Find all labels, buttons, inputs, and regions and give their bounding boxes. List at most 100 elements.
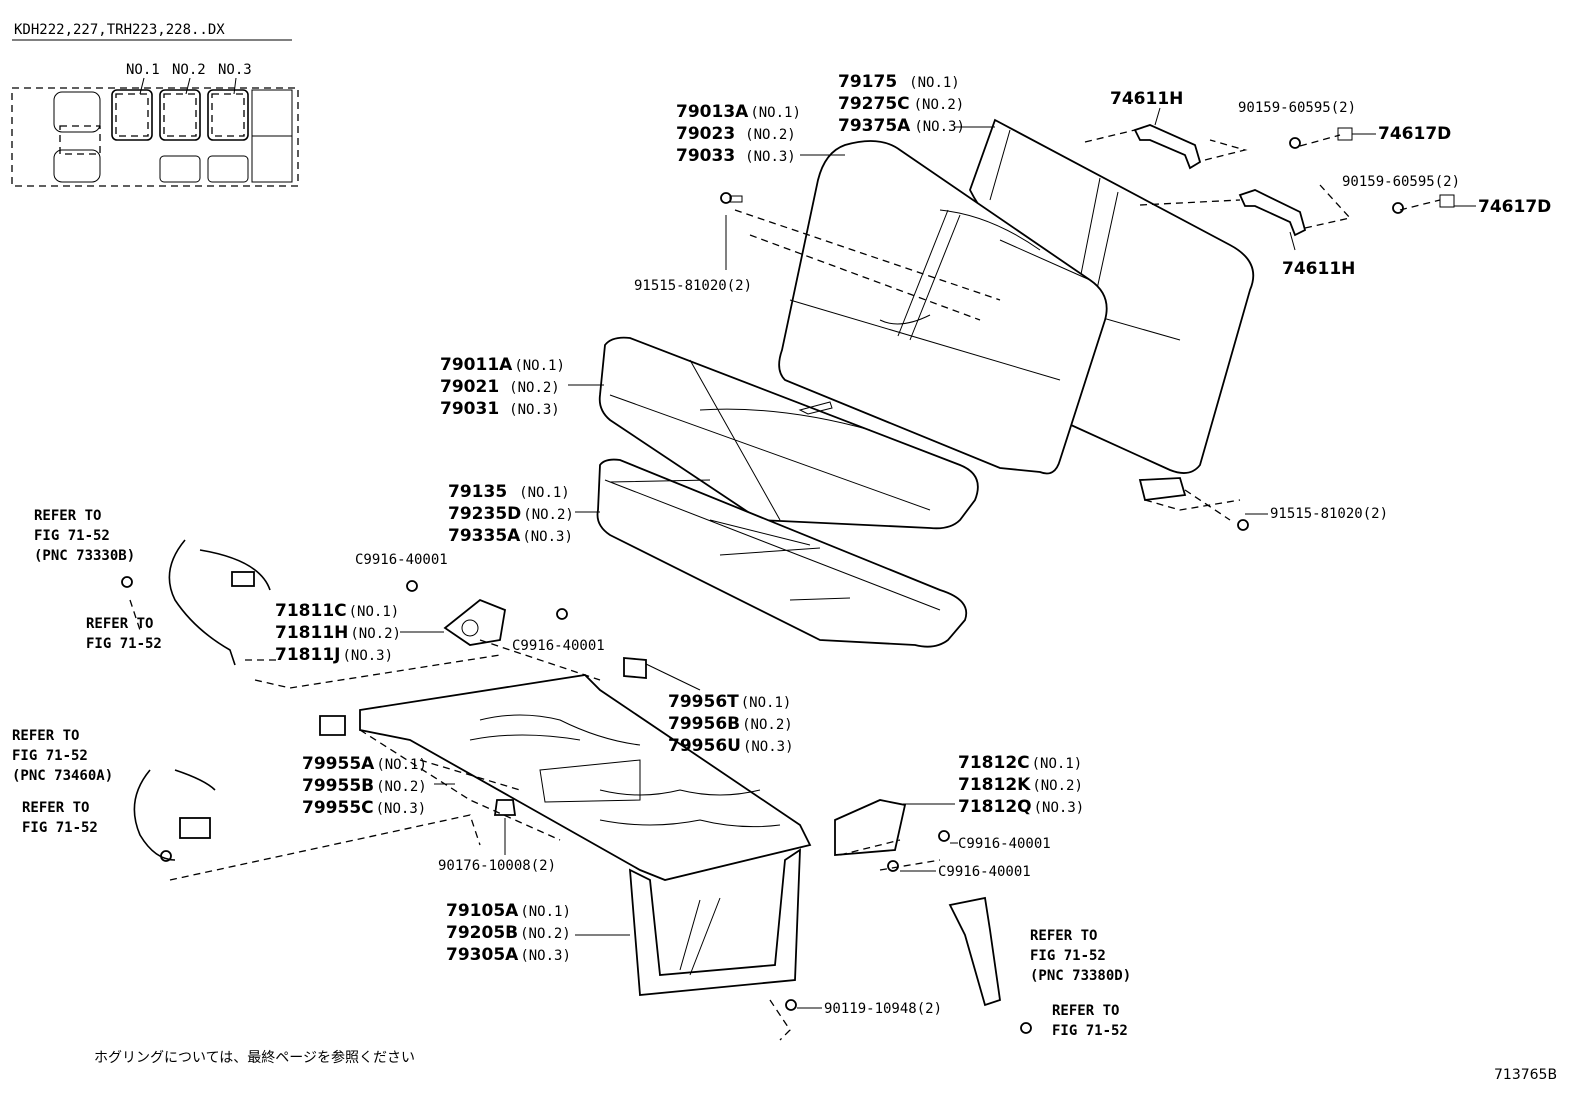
label-91515-left: 91515-81020(2) <box>634 278 752 294</box>
part-number: 79235D <box>448 504 521 524</box>
label-c9916-d: C9916-40001 <box>938 864 1031 880</box>
part-number: 79023 <box>676 124 735 144</box>
svg-text:79021(NO.2): 79021(NO.2) <box>440 377 560 397</box>
label-74611h-top: 74611H <box>1110 89 1183 109</box>
seatback-front <box>778 140 1108 475</box>
svg-text:79375A(NO.3): 79375A(NO.3) <box>838 116 965 136</box>
svg-text:79955A(NO.1): 79955A(NO.1) <box>302 754 427 774</box>
svg-text:REFER TO: REFER TO <box>22 800 89 816</box>
footer-note: ホグリングについては、最終ページを参照ください <box>94 1049 415 1066</box>
refer-label-2: REFER TO FIG 71-52 <box>86 616 162 652</box>
part-number: 79275C <box>838 94 910 114</box>
diagram-id: 713765B <box>1494 1067 1557 1083</box>
callout-71811: 71811C(NO.1) 71811H(NO.2) 71811J(NO.3) <box>275 601 401 665</box>
part-number: 79135 <box>448 482 507 502</box>
svg-text:79033(NO.3): 79033(NO.3) <box>676 146 796 166</box>
buckle-right <box>834 799 907 856</box>
seat-layout-inset: NO.1 NO.2 NO.3 <box>11 62 299 187</box>
callout-79011: 79011A(NO.1) 79021(NO.2) 79031(NO.3) <box>440 355 565 419</box>
svg-text:79956B(NO.2): 79956B(NO.2) <box>668 714 793 734</box>
svg-text:FIG 71-52: FIG 71-52 <box>34 528 110 544</box>
part-number: 79956B <box>668 714 740 734</box>
model-label: KDH222,227,TRH223,228..DX <box>14 22 225 38</box>
single-part-labels: 74611H 74611H 74617D 74617D 90159-60595(… <box>355 89 1551 1017</box>
svg-text:FIG 71-52: FIG 71-52 <box>22 820 98 836</box>
svg-text:REFER TO: REFER TO <box>34 508 101 524</box>
svg-text:79011A(NO.1): 79011A(NO.1) <box>440 355 565 375</box>
callout-79175: 79175(NO.1) 79275C(NO.2) 79375A(NO.3) <box>838 72 965 136</box>
svg-text:79031(NO.3): 79031(NO.3) <box>440 399 560 419</box>
part-number: 79105A <box>446 901 519 921</box>
buckle-left <box>443 598 507 646</box>
seat-cushion-frame <box>596 458 968 648</box>
part-number: 71811C <box>275 601 347 621</box>
part-number: 79375A <box>838 116 911 136</box>
svg-text:79955B(NO.2): 79955B(NO.2) <box>302 776 427 796</box>
leader-lines <box>400 107 1296 936</box>
svg-text:79205B(NO.2): 79205B(NO.2) <box>446 923 571 943</box>
svg-text:71811J(NO.3): 71811J(NO.3) <box>275 645 393 665</box>
svg-text:71812Q(NO.3): 71812Q(NO.3) <box>958 797 1084 817</box>
inset-no3: NO.3 <box>218 62 252 78</box>
inset-no1: NO.1 <box>126 62 160 78</box>
label-c9916-b: C9916-40001 <box>512 638 605 654</box>
callout-71812: 71812C(NO.1) 71812K(NO.2) 71812Q(NO.3) <box>958 753 1084 817</box>
svg-text:71811H(NO.2): 71811H(NO.2) <box>275 623 401 643</box>
svg-text:REFER TO: REFER TO <box>1030 928 1097 944</box>
part-number: 79956U <box>668 736 741 756</box>
part-number: 79955A <box>302 754 375 774</box>
label-74617d-bottom: 74617D <box>1478 197 1551 217</box>
label-c9916-a: C9916-40001 <box>355 552 448 568</box>
lower-bracket-right <box>1138 477 1187 501</box>
model-header: KDH222,227,TRH223,228..DX <box>12 22 292 41</box>
refer-label-4: REFER TO FIG 71-52 <box>22 800 98 836</box>
callout-79955: 79955A(NO.1) 79955B(NO.2) 79955C(NO.3) <box>302 754 427 818</box>
seatbelt-left-upper <box>168 539 271 666</box>
seatbelt-left-lower <box>133 769 216 861</box>
svg-text:79955C(NO.3): 79955C(NO.3) <box>302 798 426 818</box>
part-number: 79305A <box>446 945 519 965</box>
part-number: 71812C <box>958 753 1030 773</box>
svg-text:79956T(NO.1): 79956T(NO.1) <box>668 692 791 712</box>
svg-text:79013A(NO.1): 79013A(NO.1) <box>676 102 801 122</box>
refer-label-3: REFER TO FIG 71-52 (PNC 73460A) <box>12 728 113 784</box>
svg-text:71812K(NO.2): 71812K(NO.2) <box>958 775 1083 795</box>
part-number: 79021 <box>440 377 499 397</box>
label-c9916-c: C9916-40001 <box>958 836 1051 852</box>
part-number: 79955C <box>302 798 374 818</box>
callout-79013: 79013A(NO.1) 79023(NO.2) 79033(NO.3) <box>676 102 801 166</box>
svg-text:REFER TO: REFER TO <box>86 616 153 632</box>
label-90176: 90176-10008(2) <box>438 858 556 874</box>
label-90159-bottom: 90159-60595(2) <box>1342 174 1460 190</box>
svg-text:79023(NO.2): 79023(NO.2) <box>676 124 796 144</box>
callout-79105: 79105A(NO.1) 79205B(NO.2) 79305A(NO.3) <box>446 901 571 965</box>
part-number: 79033 <box>676 146 735 166</box>
label-90159-top: 90159-60595(2) <box>1238 100 1356 116</box>
refer-label-5: REFER TO FIG 71-52 (PNC 73380D) <box>1030 928 1131 984</box>
part-number: 79011A <box>440 355 513 375</box>
part-number: 79175 <box>838 72 897 92</box>
svg-text:71812C(NO.1): 71812C(NO.1) <box>958 753 1082 773</box>
svg-text:79135(NO.1): 79135(NO.1) <box>448 482 570 502</box>
part-number: 79013A <box>676 102 749 122</box>
label-74611h-bottom: 74611H <box>1282 259 1355 279</box>
refer-label-1: REFER TO FIG 71-52 (PNC 73330B) <box>34 508 135 564</box>
label-74617d-top: 74617D <box>1378 124 1451 144</box>
svg-text:79105A(NO.1): 79105A(NO.1) <box>446 901 571 921</box>
label-91515-right: 91515-81020(2) <box>1270 506 1388 522</box>
buckle-stalk-right <box>948 896 1001 1007</box>
svg-text:FIG 71-52: FIG 71-52 <box>12 748 88 764</box>
svg-text:79956U(NO.3): 79956U(NO.3) <box>668 736 794 756</box>
fastener-icons <box>121 127 1455 1034</box>
svg-text:79275C(NO.2): 79275C(NO.2) <box>838 94 964 114</box>
hinge-bracket-top <box>1133 124 1202 170</box>
hinge-bracket-bottom <box>1238 189 1307 237</box>
svg-text:(PNC 73460A): (PNC 73460A) <box>12 768 113 784</box>
part-number: 71812Q <box>958 797 1032 817</box>
svg-text:(PNC 73330B): (PNC 73330B) <box>34 548 135 564</box>
svg-text:79175(NO.1): 79175(NO.1) <box>838 72 960 92</box>
callout-79135: 79135(NO.1) 79235D(NO.2) 79335A(NO.3) <box>448 482 574 546</box>
seat-frame <box>359 674 812 996</box>
svg-text:FIG 71-52: FIG 71-52 <box>86 636 162 652</box>
